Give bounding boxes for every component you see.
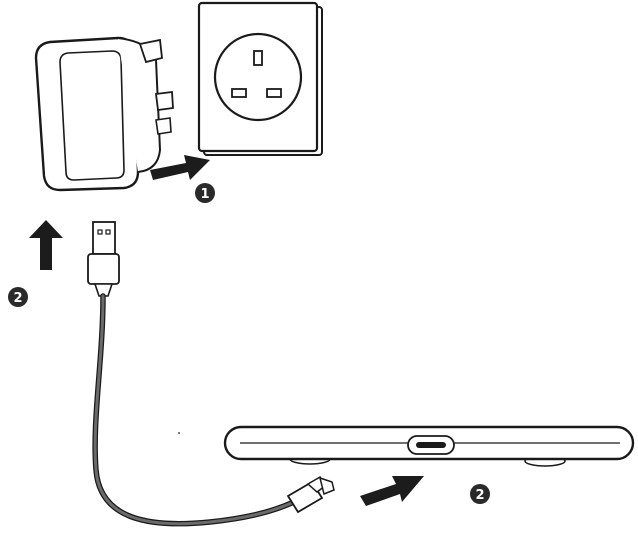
wall-socket-icon <box>197 1 323 156</box>
step-number-2-usb: 2 <box>13 291 22 306</box>
arrow-to-wall-icon <box>150 155 210 180</box>
step-number-1: 1 <box>200 187 209 202</box>
step-badge-2-device: 2 <box>470 484 490 504</box>
plug-adapter-icon <box>34 36 174 192</box>
speck-dot <box>178 432 180 434</box>
device-icon <box>223 425 635 467</box>
arrow-to-device-icon <box>360 476 424 506</box>
arrow-up-icon <box>29 220 63 270</box>
step-badge-1: 1 <box>195 183 215 203</box>
step-badge-2-usb: 2 <box>8 287 28 307</box>
usb-cable-icon <box>87 221 335 527</box>
step-number-2-device: 2 <box>475 488 484 503</box>
